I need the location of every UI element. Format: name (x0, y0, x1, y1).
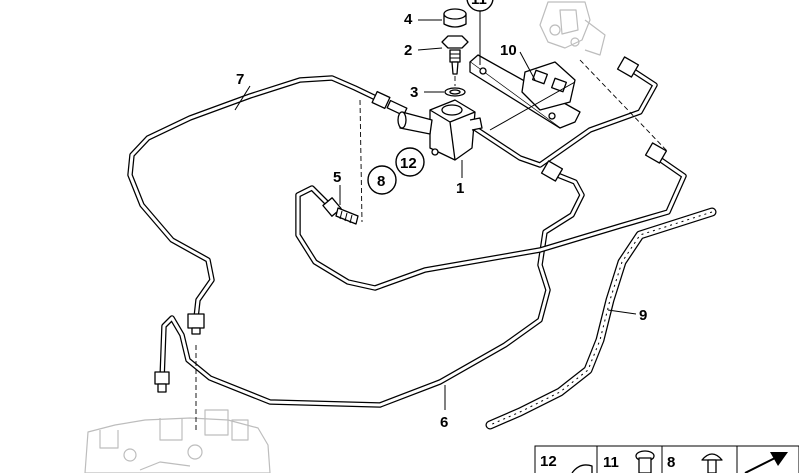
pipe-fitting-upper-right-a (616, 56, 640, 78)
callout-8: 8 (377, 173, 385, 190)
legend-strip: 12 11 8 (534, 445, 799, 473)
pipe-fitting-5 (322, 197, 359, 225)
ghost-hydraulic-unit (84, 409, 271, 473)
callout-7: 7 (236, 71, 244, 88)
callout-6: 6 (440, 414, 448, 431)
brake-hose-9 (485, 207, 717, 430)
callout-4: 4 (404, 11, 413, 28)
pipe-fitting-right-b (644, 142, 668, 164)
bleed-screw-2 (441, 35, 469, 75)
sealing-ring-3 (444, 87, 466, 97)
legend-screw-icon (701, 453, 723, 473)
ghost-bracket-top-right (539, 1, 606, 56)
legend-label-8: 8 (667, 454, 675, 471)
callout-10: 10 (500, 42, 517, 59)
callout-8-circle: 8 (367, 165, 397, 195)
brake-pipe-middle (295, 155, 687, 291)
brake-pipe-7 (127, 75, 383, 321)
pipe-distributor-1 (397, 99, 483, 161)
dust-cap-4 (443, 8, 467, 28)
brake-pipe-upper-right (467, 67, 658, 168)
legend-arrow-icon (744, 452, 788, 473)
legend-clip-icon (571, 464, 593, 473)
callout-11: 11 (471, 0, 487, 8)
pipe-fitting-mid-c (540, 160, 564, 182)
legend-label-12: 12 (540, 453, 557, 470)
pipe-fitting-lower-left (154, 313, 205, 393)
callout-leaders (234, 8, 637, 410)
callout-1: 1 (456, 180, 464, 197)
callout-11-circle: 11 (466, 0, 494, 12)
callout-2: 2 (404, 42, 412, 59)
legend-label-11: 11 (603, 454, 619, 471)
callout-3: 3 (410, 84, 418, 101)
brake-pipe-6 (159, 169, 585, 408)
callout-9: 9 (639, 307, 647, 324)
legend-grommet-icon (635, 450, 655, 473)
alignment-lines (195, 59, 669, 430)
bracket-10 (469, 54, 581, 129)
callout-5: 5 (333, 169, 341, 186)
callout-12-circle: 12 (395, 147, 425, 177)
callout-12: 12 (400, 155, 417, 172)
